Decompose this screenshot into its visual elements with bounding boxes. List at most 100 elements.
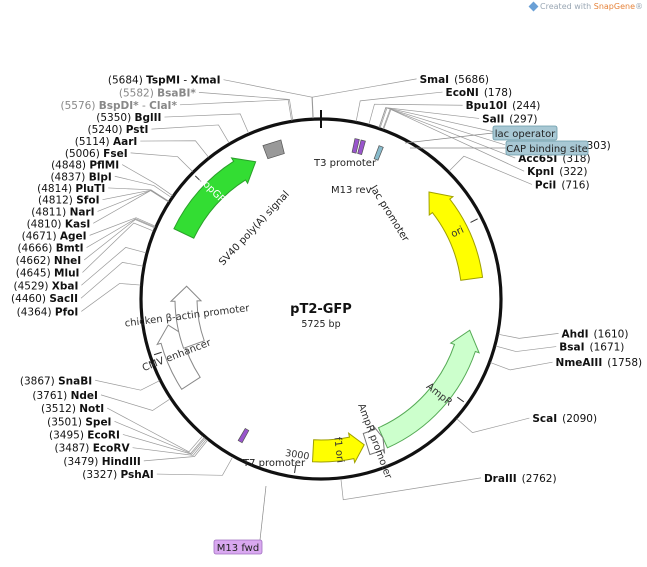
enzyme-name: DraIII [484,473,517,485]
enzyme-name: KpnI [527,166,554,178]
feature-label-ori: ori [449,225,466,241]
ruler-tick [294,465,297,474]
enzyme-name: XmaI [191,75,221,87]
ruler-tick [470,218,478,223]
enzyme-name: NdeI [71,390,98,402]
site-leader-bmti [86,218,156,248]
site-label-tspmi: (5684) TspMI - XmaI [108,75,221,87]
site-position: (4662) [16,255,51,267]
site-leader-mlui [82,222,154,273]
site-leader-acc65i [382,108,516,159]
enzyme-name: PciI [535,179,556,191]
site-position: (244) [512,100,540,112]
t3-promoter-label: T3 promoter [313,158,377,169]
credit-suffix: ® [635,2,643,11]
site-label-bglii: (5350) BglII [96,112,161,124]
site-leader-bspdi [179,99,292,121]
site-leader-sacii [80,261,144,299]
site-label-kasi: (4810) KasI [27,218,91,230]
site-leader-hindiii [143,439,208,462]
enzyme-name: EcoRV [93,443,131,455]
ruler-tick [153,351,162,356]
site-label-sfoi: (4812) SfoI [38,195,100,207]
enzyme-name: NotI [79,403,104,415]
enzyme-name: NmeAIII [556,357,603,369]
site-label-bpu10i: Bpu10I(244) [466,100,541,112]
svg-text:lac operator: lac operator [495,129,556,140]
site-position: (322) [559,166,587,178]
credit-prefix: Created with [540,2,594,11]
site-position: (4460) [11,293,46,305]
site-label-pflmi: (4848) PflMI [51,160,119,172]
site-label-pluti: (4814) PluTI [37,183,105,195]
site-leader-pfoi [81,283,141,312]
ruler-label: 3000 [284,448,310,463]
site-position: (3327) [82,469,117,481]
site-label-acc65i: Acc65I (318) [518,153,590,165]
enzyme-name: PflMI [89,160,119,172]
site-label-ndei: (3761) NdeI [32,390,98,402]
site-position: (4671) [22,230,57,242]
enzyme-name: SmaI [420,74,450,86]
enzyme-name: PluTI [75,183,105,195]
enzyme-name: SpeI [85,416,111,428]
site-position: (5576) [61,100,96,112]
site-position: (3501) [47,416,82,428]
site-position: (5582) [119,87,154,99]
site-leader-ndei [100,394,171,411]
site-label-bsabi: (5582) BsaBI* [119,87,197,99]
feature-ampr [377,329,480,449]
site-position: (5350) [96,112,131,124]
site-leader-psti [151,124,230,144]
enzyme-name: ClaI* [149,100,177,112]
enzyme-name: Acc65I [518,153,557,165]
t7-arrow [237,427,250,444]
t3-arrow [351,138,360,154]
site-position: (4645) [16,267,51,279]
feature-ampr-promoter [362,425,386,456]
enzyme-name: AarI [113,136,137,148]
site-position: (3512) [41,403,76,415]
site-position: (5006) [65,148,100,160]
site-label-pfoi: (4364) PfoI [17,306,79,318]
site-label-spei: (3501) SpeI [47,416,111,428]
feature-copgfp [173,157,257,239]
enzyme-name: EcoNI [446,87,479,99]
site-leader-pflmi [122,164,173,196]
cap-binding-site-callout: CAP binding site [410,140,589,156]
enzyme-name: FseI [103,148,127,160]
site-leader-bsai [495,345,557,352]
site-position: (318) [562,153,590,165]
site-leader-ecori [122,434,206,455]
site-leader-agei [89,217,156,236]
site-leader-noti [107,407,203,453]
site-position: (5114) [75,136,110,148]
enzyme-name: BsaBI* [157,87,196,99]
site-label-scai: ScaI(2090) [532,413,597,425]
feature-chicken-actin-promoter [169,285,205,349]
site-leader-pluti [108,187,169,202]
site-label-blpi: (4837) BlpI [50,171,111,183]
site-label-mlui: (4645) MluI [16,267,80,279]
site-label-nari: (4811) NarI [31,206,94,218]
enzyme-name: NarI [70,206,95,218]
site-position: (3495) [49,429,84,441]
small-feature-layer [237,138,384,444]
site-label-smai: SmaI(5686) [420,74,489,86]
m13-rev-arrow [357,139,366,156]
site-label-bmti: (4666) BmtI [17,243,83,255]
site-leader-ecorv [132,438,207,456]
site-leader-nmeaiii [490,361,553,371]
site-position: (5684) [108,75,143,87]
site-position: (1610) [594,328,629,340]
lac-operator-callout: lac operator [404,125,558,144]
site-label-psti: (5240) PstI [88,124,149,136]
site-label-pcii: PciI(716) [535,179,590,191]
site-position: (297) [509,113,537,125]
enzyme-name: PshAI [121,469,154,481]
site-label-ahdi: AhdI(1610) [562,328,629,340]
site-leader-kasi [93,190,169,224]
site-position: (303) [582,140,610,152]
site-position: (1671) [589,342,624,354]
